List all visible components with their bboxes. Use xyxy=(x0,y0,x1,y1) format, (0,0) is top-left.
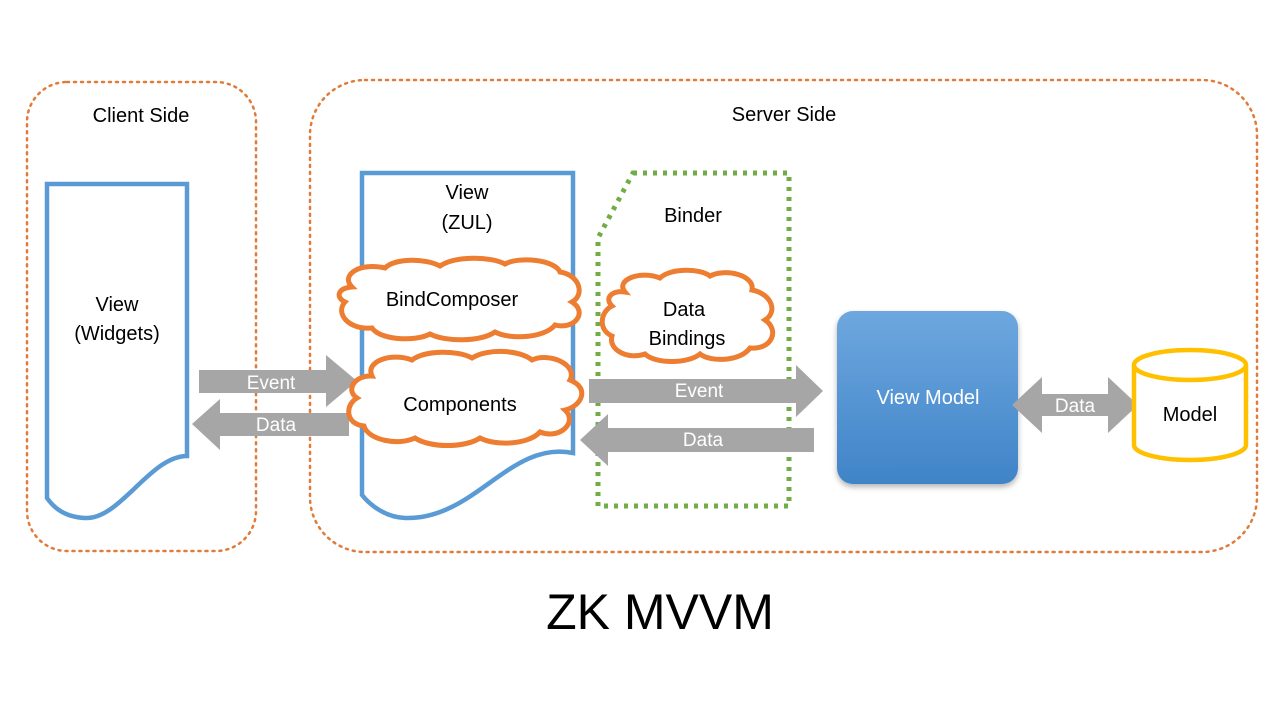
data-bindings-sublabel: Bindings xyxy=(649,328,726,350)
model-cylinder-top xyxy=(1131,347,1249,383)
bind-composer-cloud xyxy=(336,255,582,343)
model-data-label: Data xyxy=(1055,396,1096,417)
client-side-region xyxy=(25,80,258,553)
client-side-label: Client Side xyxy=(93,105,190,127)
binder-event-label: Event xyxy=(675,381,724,402)
zul-view-label: View xyxy=(446,182,490,204)
data-bindings-label: Data xyxy=(663,299,706,321)
model-data-arrow xyxy=(1012,377,1138,433)
binder-data-arrow xyxy=(580,414,814,466)
bind-composer-label: BindComposer xyxy=(386,289,519,311)
data-bindings-cloud xyxy=(599,267,776,364)
view-model-box xyxy=(837,311,1018,484)
client-view-document xyxy=(44,181,190,521)
view-model-label: View Model xyxy=(876,387,979,409)
diagram-title: ZK MVVM xyxy=(546,584,774,640)
model-cylinder xyxy=(1131,365,1249,463)
client-view-label: View xyxy=(96,294,140,316)
binder-data-label: Data xyxy=(683,430,724,451)
client-view-sublabel: (Widgets) xyxy=(74,323,160,345)
binder-label: Binder xyxy=(664,205,722,227)
client-data-label: Data xyxy=(256,415,297,436)
client-event-arrow xyxy=(199,355,357,407)
binder-event-arrow xyxy=(589,365,823,417)
zul-view-sublabel: (ZUL) xyxy=(441,212,492,234)
client-data-arrow xyxy=(192,399,349,450)
components-label: Components xyxy=(403,394,516,416)
binder-box xyxy=(595,170,792,509)
client-event-label: Event xyxy=(247,373,296,394)
model-label: Model xyxy=(1163,404,1217,426)
server-side-label: Server Side xyxy=(732,104,837,126)
components-cloud xyxy=(346,348,585,448)
